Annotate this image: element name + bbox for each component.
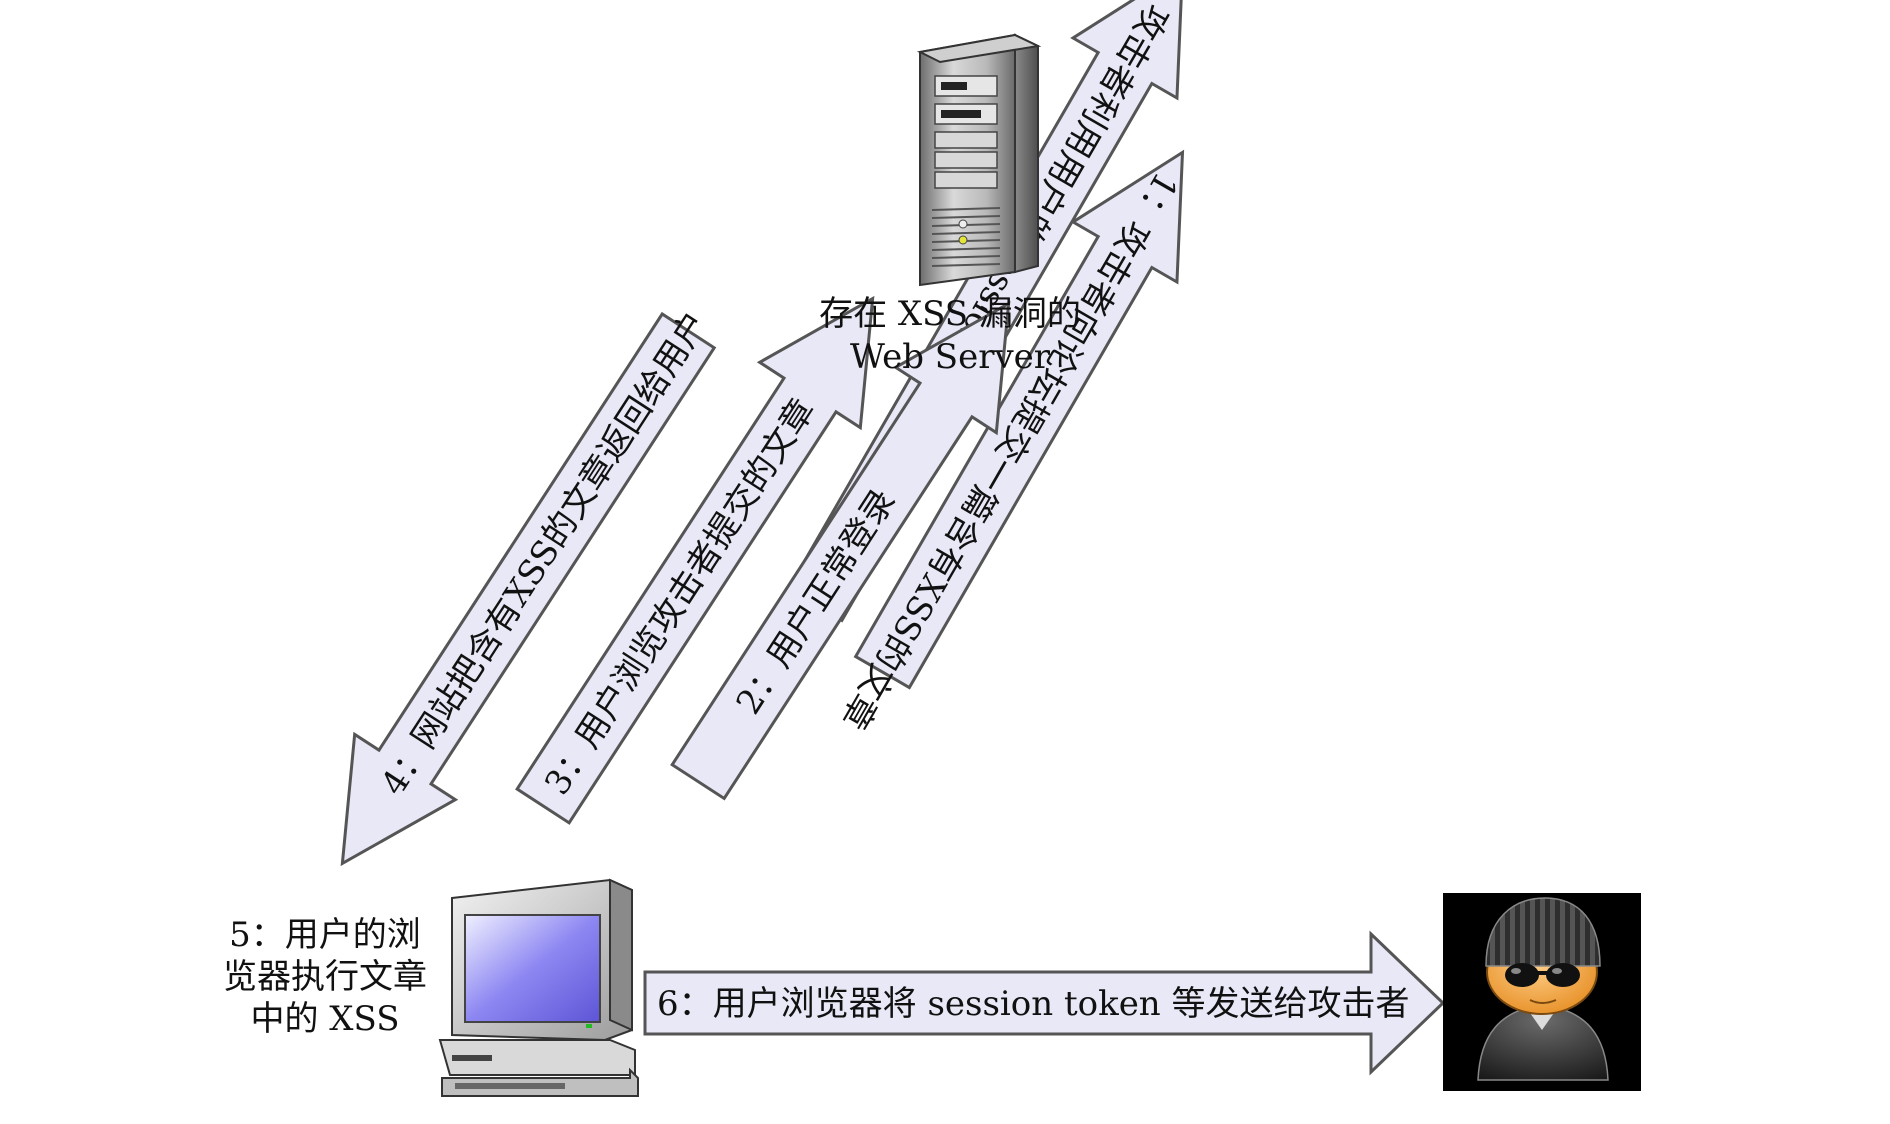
desktop-computer-icon [438, 878, 639, 1097]
user-label-line1: 5：用户的浏 [229, 915, 421, 955]
arrow-step4-label: 4：网站把含有XSS的文章返回给用户 [373, 305, 716, 803]
user-label-line3: 中的 XSS [251, 999, 400, 1039]
arrow-step6-label: 6：用户浏览器将 session token 等发送给攻击者 [657, 984, 1410, 1024]
server-label-line2: Web Server [850, 337, 1051, 377]
masked-attacker-icon [1443, 893, 1641, 1091]
server-label-line1: 存在 XSS 漏洞的 [819, 294, 1081, 334]
user-label-line2: 览器执行文章 [223, 957, 427, 997]
arrow-step6: 6：用户浏览器将 session token 等发送给攻击者 [643, 930, 1446, 1076]
server-tower-icon [916, 33, 1042, 287]
